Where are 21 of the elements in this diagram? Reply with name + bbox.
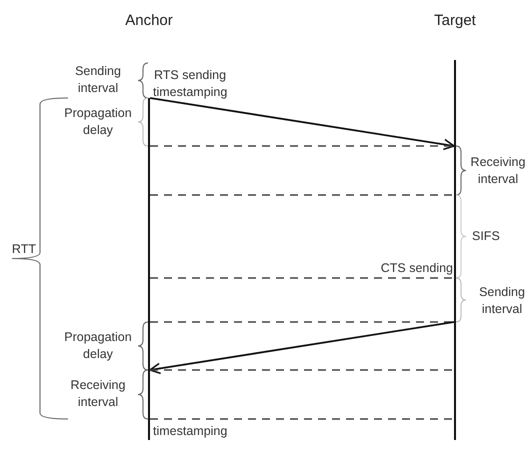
annotation-text: CTS sending — [380, 260, 453, 277]
annotation-text: Propagation delay — [63, 105, 133, 139]
annotation-text: Receiving interval — [70, 377, 126, 411]
annotation-text: Receiving interval — [470, 154, 526, 188]
message-arrow — [150, 97, 455, 150]
dashed-time-line — [150, 277, 454, 279]
annotation-text: timestamping — [153, 84, 228, 101]
lifeline-heading: Anchor — [124, 12, 174, 29]
lifeline-heading: Target — [433, 12, 477, 29]
dashed-time-line — [150, 418, 454, 420]
annotation-text: RTS sending — [154, 67, 226, 84]
message-arrow — [149, 321, 454, 374]
dashed-time-line — [150, 145, 454, 147]
annotation-text: SIFS — [472, 228, 500, 245]
dashed-time-line — [150, 194, 454, 196]
annotation-text: Propagation delay — [63, 329, 133, 363]
dashed-time-line — [150, 369, 454, 371]
annotation-text: RTT — [12, 241, 36, 258]
annotation-text: timestamping — [153, 423, 228, 440]
annotation-text: Sending interval — [74, 63, 122, 97]
annotation-text: Sending interval — [478, 284, 526, 318]
